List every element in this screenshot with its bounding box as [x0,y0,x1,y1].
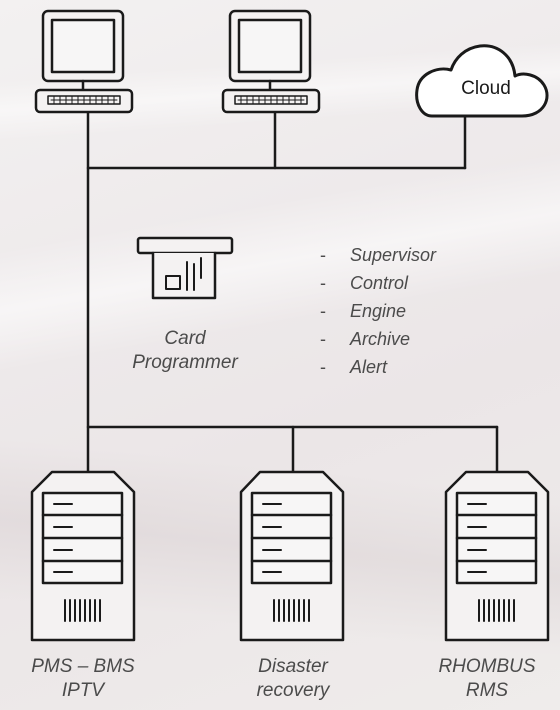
server-icon [30,470,136,642]
server-label-line2: recovery [256,680,330,701]
server-label: RHOMBUS RMS [414,655,560,703]
server-label-line2: IPTV [61,680,105,701]
card-programmer-label-line2: Programmer [132,352,238,373]
server-label: Disaster recovery [218,655,368,703]
server-icon [444,470,550,642]
server-icon [239,470,345,642]
server-label: PMS – BMS IPTV [8,655,158,703]
cloud-label: Cloud [461,78,511,99]
feature-item: -Alert [320,357,388,377]
feature-item-label: Control [350,273,409,293]
server-label-line1: Disaster [258,656,328,677]
feature-item-label: Archive [350,329,411,349]
feature-item: -Control [320,273,409,293]
server-label-line1: RHOMBUS [438,656,536,677]
feature-item: -Engine [320,301,407,321]
computer-icon [221,9,321,114]
feature-list: -Supervisor -Control -Engine -Archive -A… [320,241,436,381]
computer-icon [34,9,134,114]
feature-item-label: Supervisor [350,245,437,265]
connector-lines [86,110,499,474]
card-programmer-icon [136,236,234,300]
server-label-line1: PMS – BMS [31,656,135,677]
card-programmer-label-line1: Card [164,328,206,349]
cloud-icon [415,44,549,118]
feature-item-label: Alert [350,357,388,377]
feature-item: -Supervisor [320,245,437,265]
feature-item: -Archive [320,329,411,349]
server-label-line2: RMS [465,680,509,701]
card-programmer-label: Card Programmer [110,327,260,375]
feature-item-label: Engine [350,301,407,321]
